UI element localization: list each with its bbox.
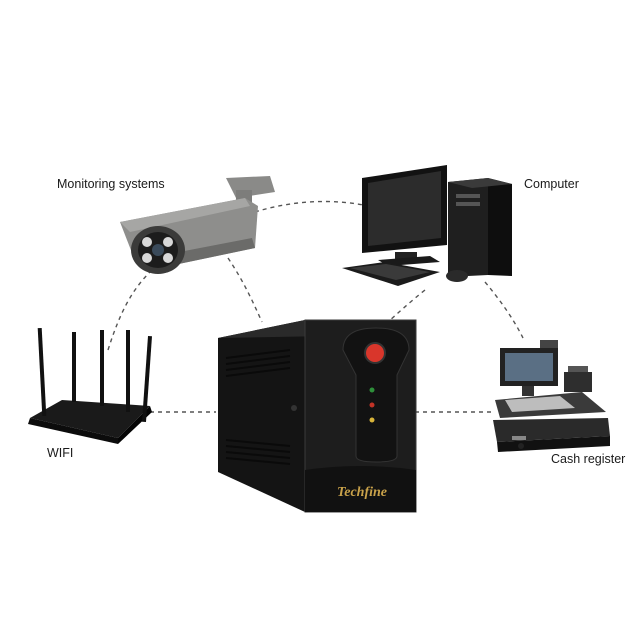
label-monitoring-systems: Monitoring systems	[57, 177, 165, 191]
desktop-computer-icon	[342, 165, 512, 286]
label-computer: Computer	[524, 177, 579, 191]
ups-device-icon: Techfine	[218, 319, 417, 513]
connector-camera-ups	[227, 257, 263, 323]
label-cash-register: Cash register	[551, 452, 626, 466]
cctv-camera-icon	[120, 176, 275, 274]
connector-computer-register	[484, 281, 524, 339]
connector-router-camera	[107, 271, 151, 351]
power-button-icon	[364, 342, 386, 364]
label-wifi: WIFI	[47, 446, 74, 460]
wifi-router-icon	[28, 327, 152, 444]
ups-brand-text: Techfine	[337, 485, 387, 500]
cash-register-icon	[493, 340, 610, 452]
connector-computer-ups	[387, 289, 426, 323]
